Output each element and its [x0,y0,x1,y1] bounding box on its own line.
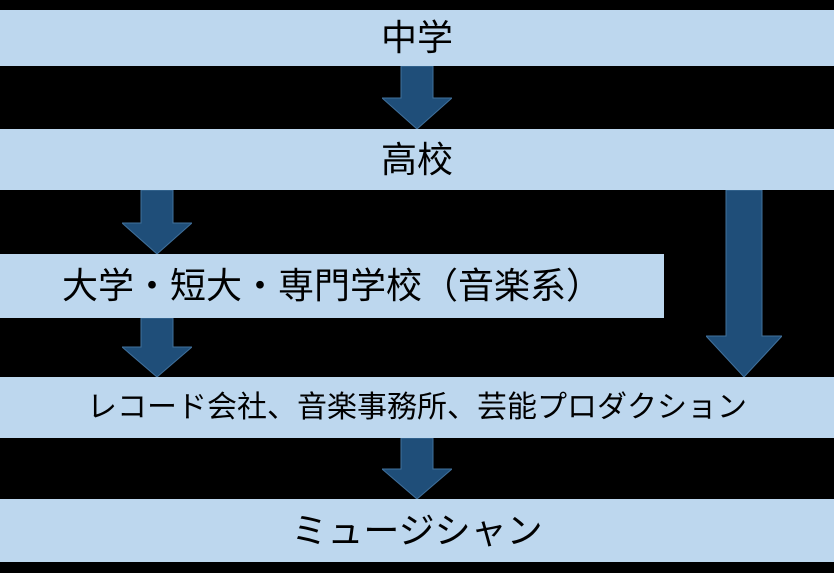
down-arrow-shape [122,190,192,254]
node-record-company: レコード会社、音楽事務所、芸能プロダクション [0,377,834,438]
down-arrow-icon [382,66,452,129]
down-arrow-shape [382,438,452,499]
node-musician-label: ミュージシャン [291,509,543,551]
down-arrow-shape [122,318,192,377]
node-record-company-label: レコード会社、音楽事務所、芸能プロダクション [87,390,747,424]
node-high-school: 高校 [0,129,834,190]
node-musician: ミュージシャン [0,499,834,562]
node-middle-school: 中学 [0,10,834,66]
down-arrow-icon [122,318,192,377]
node-university-college: 大学・短大・専門学校（音楽系） [0,254,664,318]
node-middle-school-label: 中学 [380,17,453,58]
down-arrow-shape [382,66,452,129]
node-university-college-label: 大学・短大・専門学校（音楽系） [61,265,602,306]
long-down-arrow-icon [706,190,782,377]
node-high-school-label: 高校 [380,138,453,180]
down-arrow-icon [382,438,452,499]
down-arrow-icon [122,190,192,254]
long-down-arrow-shape [706,190,782,377]
